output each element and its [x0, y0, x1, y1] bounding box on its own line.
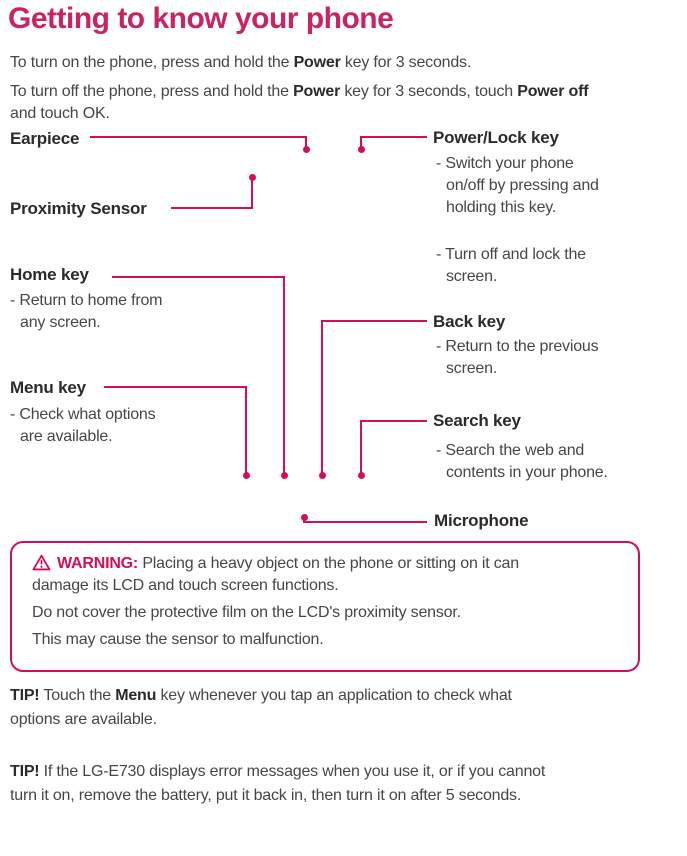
microphone-leader-riser — [303, 516, 305, 523]
warning-line-2: damage its LCD and touch screen function… — [32, 577, 339, 594]
home-key-pointer-dot — [281, 472, 288, 479]
page-title: Getting to know your phone — [8, 2, 394, 35]
callout-label-power-lock-key: Power/Lock key — [433, 128, 559, 147]
tip-2-line-2: turn it on, remove the battery, put it b… — [10, 787, 522, 804]
microphone-leader-line — [303, 521, 427, 523]
warning-triangle-icon — [32, 554, 51, 576]
intro-paragraph-2-line1: To turn off the phone, press and hold th… — [10, 83, 589, 100]
search-key-leader-line — [360, 420, 427, 422]
warning-line-4: This may cause the sensor to malfunction… — [32, 631, 324, 648]
menu-key-leader-drop — [245, 386, 247, 474]
home-key-leader-line — [112, 276, 285, 278]
intro-paragraph-2-line2: and touch OK. — [10, 105, 110, 122]
warning-line-3: Do not cover the protective film on the … — [32, 604, 461, 621]
back-key-leader-line — [321, 320, 427, 322]
search-key-pointer-dot — [358, 472, 365, 479]
home-key-leader-drop — [283, 276, 285, 474]
power-off-bold: Power off — [517, 83, 589, 100]
warning-box: WARNING: Placing a heavy object on the p… — [10, 541, 640, 672]
back-key-description: - Return to the previous screen. — [436, 338, 599, 377]
menu-key-description: - Check what options are available. — [10, 406, 156, 445]
warning-line-1: WARNING: Placing a heavy object on the p… — [32, 554, 519, 576]
tip-1-line-1: TIP! Touch the Menu key whenever you tap… — [10, 687, 512, 704]
callout-label-microphone: Microphone — [434, 511, 529, 530]
back-key-pointer-dot — [319, 472, 326, 479]
power-lock-description-2: - Turn off and lock the screen. — [436, 246, 586, 285]
power-lock-description-1: - Switch your phone on/off by pressing a… — [436, 155, 599, 216]
callout-label-back-key: Back key — [433, 312, 506, 331]
callout-label-earpiece: Earpiece — [10, 129, 80, 148]
proximity-leader-line — [171, 207, 253, 209]
warning-label: WARNING: — [57, 555, 139, 572]
tip-2-line-1: TIP! If the LG-E730 displays error messa… — [10, 763, 546, 780]
earpiece-leader-drop — [305, 136, 307, 148]
back-key-leader-drop — [321, 320, 323, 474]
search-key-leader-drop — [360, 420, 362, 474]
earpiece-pointer-dot — [303, 146, 310, 153]
power-key-bold: Power — [293, 54, 341, 71]
proximity-pointer-dot — [249, 174, 256, 181]
callout-label-home-key: Home key — [10, 265, 89, 284]
proximity-leader-riser — [251, 177, 253, 209]
home-key-description: - Return to home from any screen. — [10, 292, 163, 331]
tip-1-line-2: options are available. — [10, 711, 157, 728]
tip-label: TIP! — [10, 687, 40, 704]
power-lock-leader-drop — [360, 136, 362, 148]
callout-label-proximity-sensor: Proximity Sensor — [10, 199, 147, 218]
callout-label-search-key: Search key — [433, 411, 521, 430]
menu-key-bold: Menu — [115, 687, 157, 704]
menu-key-leader-line — [104, 386, 247, 388]
menu-key-pointer-dot — [243, 472, 250, 479]
search-key-description: - Search the web and contents in your ph… — [436, 442, 608, 481]
tip-label: TIP! — [10, 763, 40, 780]
power-key-bold: Power — [293, 83, 341, 100]
callout-label-menu-key: Menu key — [10, 378, 86, 397]
power-lock-pointer-dot — [358, 146, 365, 153]
earpiece-leader-line — [90, 136, 307, 138]
intro-paragraph-1: To turn on the phone, press and hold the… — [10, 54, 472, 71]
power-lock-leader-line — [360, 136, 427, 138]
